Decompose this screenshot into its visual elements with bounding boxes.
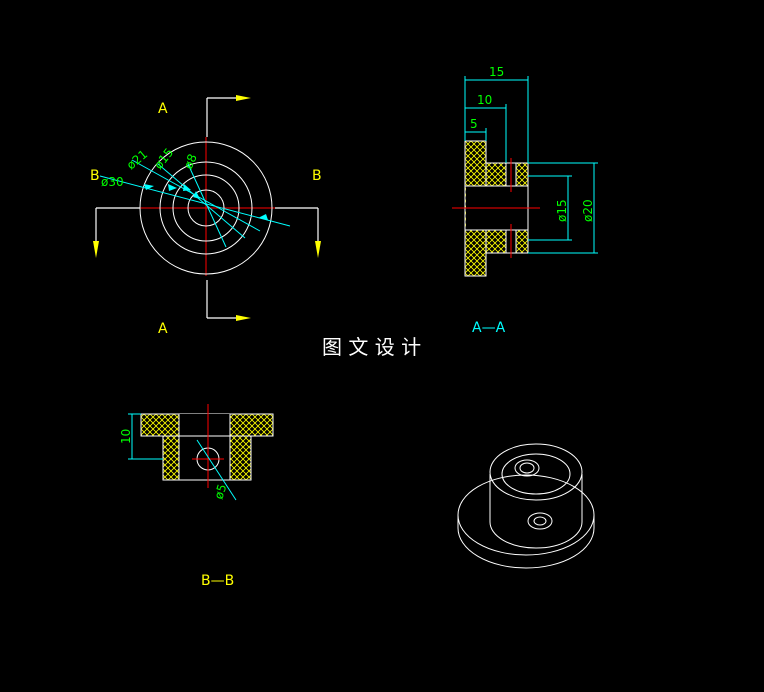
bb-dim-10: 10 <box>119 429 133 444</box>
aa-hub-bottom <box>485 229 507 254</box>
section-b-b-view: 10 ø5 B—B <box>119 404 274 589</box>
label-b-right: B <box>312 168 322 184</box>
arrow-d8 <box>193 191 200 199</box>
iso-hole-outer <box>527 512 553 530</box>
aa-hub-bottom-right <box>515 229 529 254</box>
label-b-left: B <box>90 168 100 184</box>
bb-leader-hole <box>196 439 237 501</box>
arrow-d30-b <box>258 214 268 220</box>
cut-a-bottom-arrow <box>236 315 251 321</box>
iso-bore <box>501 453 571 495</box>
iso-hole-outer-2 <box>533 516 547 526</box>
aa-dim-5: 5 <box>470 117 478 131</box>
circle-d8 <box>187 189 225 227</box>
center-title: 图 文 设 计 <box>322 335 421 359</box>
arrow-d15 <box>183 184 191 191</box>
cut-b-left-arrow <box>93 241 99 258</box>
bb-hub-left <box>162 435 180 481</box>
aa-title: A—A <box>472 320 506 336</box>
bb-dim-hole: ø5 <box>212 482 230 501</box>
label-a-top: A <box>158 101 168 117</box>
arrow-d30-a <box>144 184 154 190</box>
cut-b-right-arrow <box>315 241 321 258</box>
dim-d8: ø8 <box>181 152 200 171</box>
label-a-bottom: A <box>158 321 168 337</box>
iso-hub-side <box>489 474 583 549</box>
front-view: ø21 ø15 ø8 ø30 A A B B <box>90 95 322 337</box>
bb-bore-clear <box>179 414 230 436</box>
dim-d15: ø15 <box>151 145 176 171</box>
bb-hub-right <box>229 435 252 481</box>
leader-d15 <box>157 163 246 239</box>
aa-dim-15: 15 <box>489 65 504 79</box>
circle-d21 <box>159 161 253 255</box>
arrow-d21 <box>168 184 177 191</box>
section-a-a-view: 15 10 5 ø15 ø20 A—A <box>452 65 598 336</box>
aa-dim-d20: ø20 <box>581 199 595 222</box>
iso-flange-top <box>457 474 595 556</box>
iso-hub-top <box>489 443 583 501</box>
circle-d15 <box>172 174 240 242</box>
isometric-view <box>457 443 595 569</box>
dim-d30: ø30 <box>101 175 124 189</box>
bb-title: B—B <box>201 573 234 589</box>
leader-d30 <box>99 175 291 227</box>
aa-dim-10: 10 <box>477 93 492 107</box>
aa-hub-top-right <box>515 162 529 187</box>
leader-d8 <box>187 163 227 248</box>
iso-flange-side <box>457 515 595 569</box>
iso-hole-inner <box>514 459 540 477</box>
iso-hole-inner-2 <box>519 462 535 474</box>
aa-hub-top <box>485 162 507 187</box>
cut-a-top-arrow <box>236 95 251 101</box>
aa-dim-d15: ø15 <box>555 199 569 222</box>
bb-bore-outline <box>178 414 231 481</box>
